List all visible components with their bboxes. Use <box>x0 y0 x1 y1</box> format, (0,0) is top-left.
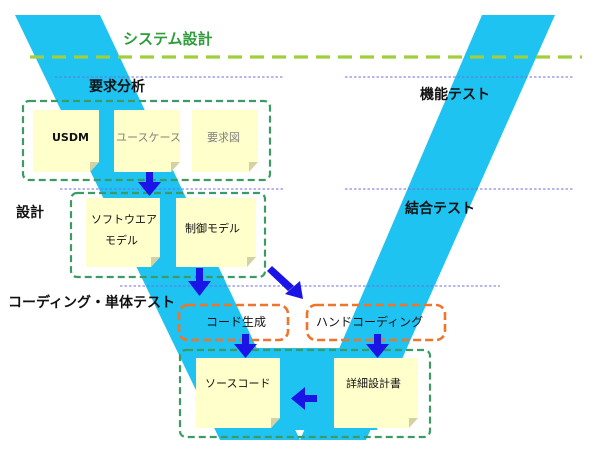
group-requirements-analysis <box>21 99 272 182</box>
arrow-codegen-to-source <box>234 334 257 358</box>
note-software-model <box>86 198 160 267</box>
note-control-model-text: 制御モデル <box>185 222 240 235</box>
note-usdm-text: USDM <box>52 131 89 144</box>
v-right-band <box>300 15 555 440</box>
arrow-usecase-to-design <box>138 172 161 196</box>
note-source-code <box>196 358 280 428</box>
note-detailed-design-text: 詳細設計書 <box>346 377 401 390</box>
note-use-case-text: ユースケース <box>116 131 181 144</box>
arrow-handcoding-to-design-doc <box>366 334 389 358</box>
label-system-design: システム設計 <box>123 30 213 48</box>
note-requirement-diagram <box>192 110 258 172</box>
group-coding <box>178 348 432 439</box>
note-usdm <box>33 110 99 172</box>
note-requirement-diagram-text: 要求図 <box>207 131 240 144</box>
note-software-model-text-2: モデル <box>105 234 138 247</box>
note-detailed-design <box>334 358 418 428</box>
label-design: 設計 <box>16 205 44 221</box>
box-code-generation <box>177 303 290 342</box>
label-requirements-analysis: 要求分析 <box>89 79 145 95</box>
arrow-control-to-codegen <box>188 268 211 296</box>
note-use-case <box>114 110 180 172</box>
note-control-model <box>176 198 256 267</box>
note-software-model-text-1: ソフトウエア <box>91 213 157 226</box>
box-code-generation-text: コード生成 <box>206 315 267 329</box>
arrow-design-doc-to-source <box>291 387 317 410</box>
label-integration-test: 結合テスト <box>405 201 475 217</box>
arrow-control-to-handcoding <box>267 266 303 299</box>
label-function-test: 機能テスト <box>420 87 490 103</box>
note-source-code-text: ソースコード <box>205 377 271 390</box>
label-coding-unit-test: コーディング・単体テスト <box>8 295 176 311</box>
group-design <box>69 191 267 279</box>
box-hand-coding-text: ハンドコーディング <box>316 315 424 329</box>
box-hand-coding <box>305 303 447 342</box>
